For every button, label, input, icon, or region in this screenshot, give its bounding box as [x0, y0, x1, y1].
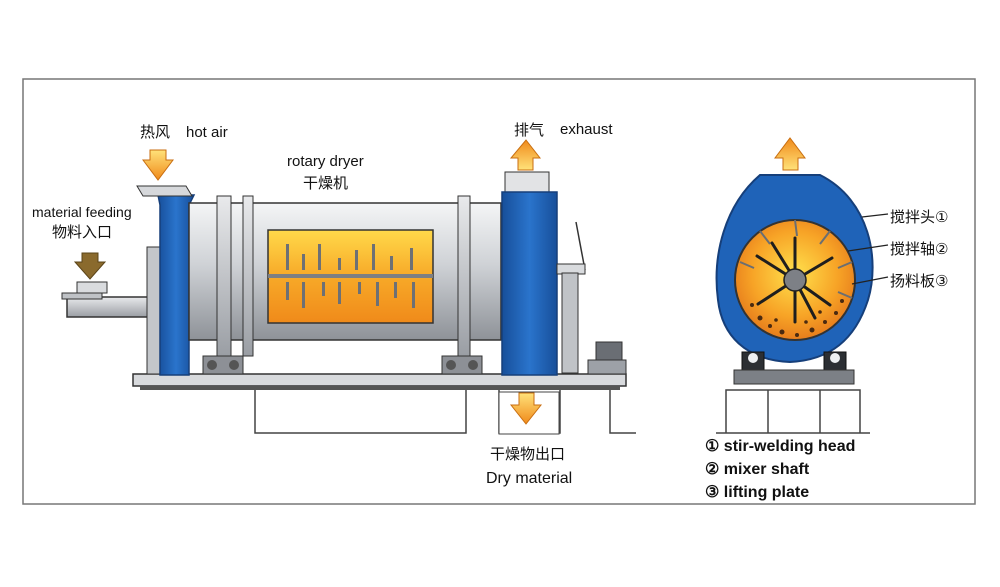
rotary-dryer-label-cn: 干燥机: [303, 174, 349, 192]
support-roller: [207, 360, 217, 370]
inlet-hood: [157, 194, 196, 376]
rotary-dryer-label-en: rotary dryer: [287, 153, 364, 170]
exhaust-stack: [504, 171, 550, 195]
exhaust-label-cn: 排气: [514, 121, 545, 139]
agitator-paddles: [286, 244, 415, 308]
section-lifting-plates: [739, 219, 853, 299]
callout-line-2: [847, 244, 889, 252]
material-feeding-label-cn: 物料入口: [52, 223, 113, 241]
section-roller-hub: [748, 353, 758, 363]
foundation-left: [254, 390, 467, 434]
foundation-right: [609, 390, 636, 434]
callout-line-1: [861, 213, 889, 218]
callout-mixer-shaft: 搅拌轴②: [890, 240, 949, 258]
base-platform: [132, 373, 627, 387]
feed-conveyor-lip: [61, 292, 103, 300]
support-roller: [229, 360, 239, 370]
legend-number: ①: [705, 438, 720, 455]
legend-text: mixer shaft: [723, 461, 810, 478]
base-rail: [140, 386, 620, 390]
legend-item: ② mixer shaft: [705, 459, 809, 479]
legend-item: ① stir-welding head: [705, 436, 855, 456]
callout-lifting-plate: 扬料板③: [890, 272, 949, 290]
support-roller: [446, 360, 456, 370]
material-feeding-label-en: material feeding: [32, 204, 132, 220]
hot-air-label-cn: 热风: [140, 123, 171, 141]
drum-ring-2: [242, 195, 254, 357]
drive-rod: [575, 221, 586, 271]
callout-stir-head: 搅拌头①: [890, 208, 949, 226]
legend-number: ②: [705, 461, 720, 478]
section-base: [733, 369, 855, 385]
outlet-hood: [501, 191, 558, 376]
exhaust-arrow: [509, 139, 542, 171]
feed-conveyor: [66, 296, 160, 318]
legend-text: lifting plate: [723, 484, 810, 501]
legend-text: stir-welding head: [723, 438, 856, 455]
section-foundation: [725, 389, 861, 433]
section-roller-hub: [830, 353, 840, 363]
dry-material-arrow: [509, 392, 543, 425]
hot-air-arrow: [142, 149, 174, 181]
legend-item: ③ lifting plate: [705, 482, 809, 502]
feed-hopper-cup: [76, 281, 108, 294]
dry-material-label-cn: 干燥物出口: [490, 445, 566, 463]
callout-line-3: [851, 276, 889, 285]
exhaust-label-en: exhaust: [560, 121, 613, 138]
section-material-granules: [750, 299, 844, 337]
drive-motor-base: [587, 359, 627, 375]
drum-ring-3: [457, 195, 471, 357]
hot-air-label-en: hot air: [186, 124, 228, 141]
drum-ring-1: [216, 195, 232, 357]
section-mixer-hub: [783, 268, 807, 292]
feed-arrow: [73, 252, 107, 280]
legend-number: ③: [705, 484, 720, 501]
drive-post: [561, 272, 579, 374]
dry-material-label-en: Dry material: [486, 470, 573, 487]
section-exhaust-arrow: [774, 137, 806, 171]
support-roller: [468, 360, 478, 370]
inlet-flange: [136, 185, 193, 197]
